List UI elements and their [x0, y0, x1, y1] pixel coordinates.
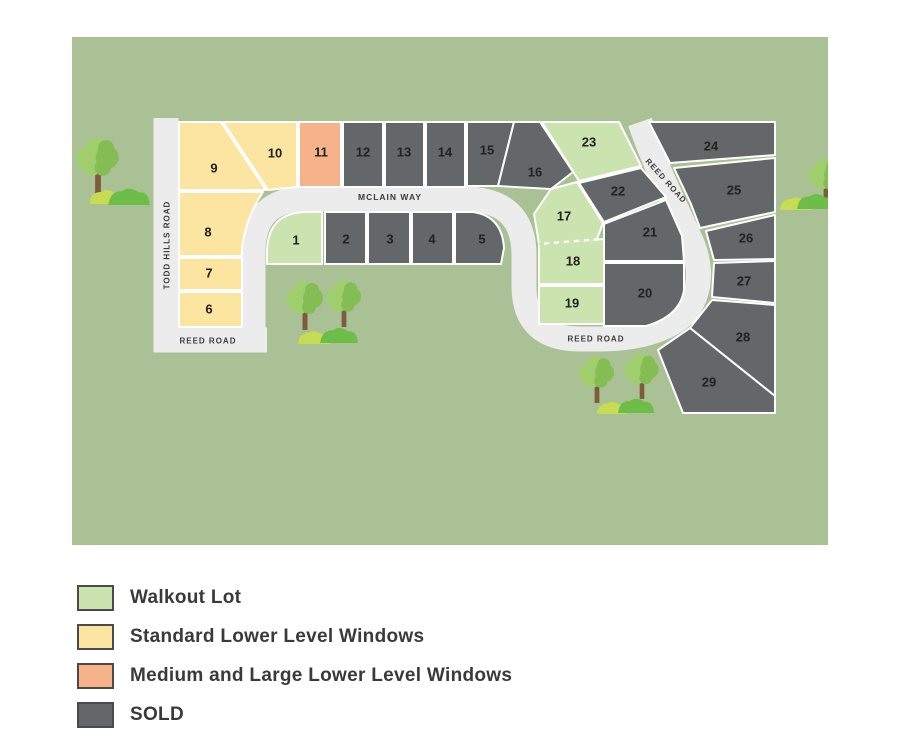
lot-18-label: 18: [566, 254, 580, 269]
legend-swatch-standard: [77, 624, 114, 650]
legend-item-medium-large: Medium and Large Lower Level Windows: [77, 663, 900, 689]
lot-21[interactable]: [603, 199, 685, 262]
lot-20-label: 20: [638, 286, 652, 301]
legend-item-standard: Standard Lower Level Windows: [77, 624, 900, 650]
lot-17-label: 17: [557, 209, 571, 224]
lots: [178, 121, 776, 414]
legend-swatch-medium-large: [77, 663, 114, 689]
lot-10-label: 10: [268, 146, 282, 161]
lot-23[interactable]: [541, 121, 642, 182]
lot-15-label: 15: [480, 143, 494, 158]
lot-21-label: 21: [643, 225, 657, 240]
lot-labels: 1 2 3 4 5 6 7 8 9 10 11 12 13 14 15 16 1…: [204, 135, 753, 390]
plat-map: 1 2 3 4 5 6 7 8 9 10 11 12 13 14 15 16 1…: [72, 37, 828, 545]
lot-10[interactable]: [222, 121, 298, 191]
legend-label-standard: Standard Lower Level Windows: [130, 626, 425, 647]
lot-23-label: 23: [582, 135, 596, 150]
lot-25-label: 25: [727, 183, 741, 198]
lot-26-label: 26: [739, 231, 753, 246]
lot-2-label: 2: [342, 232, 349, 247]
lot-28-label: 28: [736, 330, 750, 345]
lot-24-label: 24: [704, 139, 719, 154]
legend-swatch-walkout: [77, 585, 114, 611]
roads: [153, 117, 711, 353]
lot-12-label: 12: [356, 145, 370, 160]
lot-14[interactable]: [425, 121, 466, 188]
lot-13[interactable]: [384, 121, 425, 188]
lot-3-label: 3: [386, 232, 393, 247]
lot-9-label: 9: [210, 161, 217, 176]
lot-20[interactable]: [603, 262, 685, 327]
lot-11[interactable]: [298, 121, 342, 188]
road-label-reed-west: REED ROAD: [179, 337, 236, 346]
legend-label-sold: SOLD: [130, 704, 184, 725]
lot-1-label: 1: [292, 233, 299, 248]
lot-13-label: 13: [397, 145, 411, 160]
lot-22-label: 22: [611, 184, 625, 199]
lot-26[interactable]: [705, 214, 776, 261]
legend-item-walkout: Walkout Lot: [77, 585, 900, 611]
lot-29[interactable]: [657, 327, 776, 414]
road-label-mclain-way: MCLAIN WAY: [358, 192, 422, 202]
lot-27[interactable]: [711, 260, 776, 304]
lot-16[interactable]: [497, 121, 574, 190]
lot-5[interactable]: [454, 211, 505, 265]
road-label-todd-hills: TODD HILLS ROAD: [163, 201, 172, 290]
lot-2[interactable]: [324, 211, 367, 265]
lot-14-label: 14: [438, 145, 453, 160]
lot-11-label: 11: [314, 145, 328, 160]
road-todd-hills-reed: [153, 118, 267, 353]
lot-8[interactable]: [178, 191, 264, 257]
lot-8-label: 8: [204, 225, 211, 240]
lot-6[interactable]: [178, 291, 243, 328]
lot-19-label: 19: [565, 296, 579, 311]
legend-label-medium-large: Medium and Large Lower Level Windows: [130, 665, 513, 686]
lot-29-label: 29: [702, 375, 716, 390]
lot-4-label: 4: [428, 232, 436, 247]
lot-7-label: 7: [205, 266, 212, 281]
road-label-reed-south: REED ROAD: [567, 335, 624, 344]
lot-24[interactable]: [648, 121, 776, 164]
lot-1[interactable]: [266, 211, 323, 265]
lot-16-label: 16: [528, 165, 542, 180]
lot-27-label: 27: [737, 274, 751, 289]
lot-4[interactable]: [411, 211, 454, 265]
lot-22[interactable]: [578, 167, 667, 223]
lot-5-label: 5: [478, 232, 485, 247]
legend-label-walkout: Walkout Lot: [130, 587, 242, 608]
legend: Walkout Lot Standard Lower Level Windows…: [77, 585, 900, 728]
legend-swatch-sold: [77, 702, 114, 728]
legend-item-sold: SOLD: [77, 702, 900, 728]
lot-7[interactable]: [178, 257, 243, 291]
lot-25[interactable]: [673, 157, 776, 229]
road-mclain-reed-loop: [240, 117, 711, 352]
lot-3[interactable]: [367, 211, 411, 265]
lot-12[interactable]: [342, 121, 384, 188]
lot-9[interactable]: [178, 121, 267, 191]
lot-6-label: 6: [205, 302, 212, 317]
